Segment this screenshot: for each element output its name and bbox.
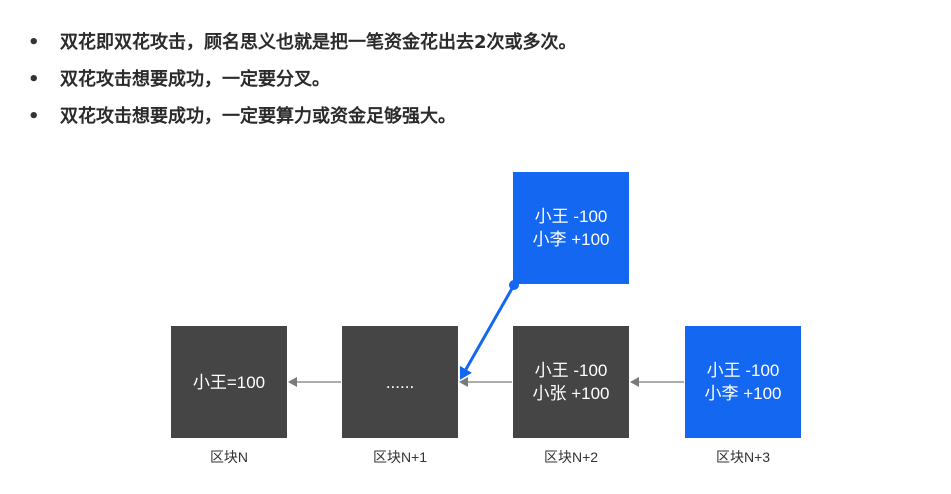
block-n-line: 小王=100 bbox=[192, 372, 266, 392]
block-fork-line-1: 小王 -100 bbox=[534, 207, 608, 226]
block-fork-line-2: 小李 +100 bbox=[532, 230, 610, 249]
block-fork: 小王 -100 小李 +100 bbox=[513, 172, 629, 284]
block-n1-line: ...... bbox=[385, 372, 415, 392]
bullet-list: 双花即双花攻击，顾名思义也就是把一笔资金花出去2次或多次。 双花攻击想要成功，一… bbox=[28, 24, 577, 135]
caption-block-n2: 区块N+2 bbox=[543, 449, 599, 465]
bullet-item: 双花攻击想要成功，一定要算力或资金足够强大。 bbox=[28, 98, 577, 135]
caption-block-n3: 区块N+3 bbox=[715, 449, 771, 465]
block-n3-line-2: 小李 +100 bbox=[704, 384, 782, 403]
block-n2: 小王 -100 小张 +100 bbox=[513, 326, 629, 438]
bullet-item: 双花攻击想要成功，一定要分叉。 bbox=[28, 61, 577, 98]
block-n2-line-1: 小王 -100 bbox=[534, 361, 608, 380]
bullet-item: 双花即双花攻击，顾名思义也就是把一笔资金花出去2次或多次。 bbox=[28, 24, 577, 61]
block-n1: ...... bbox=[342, 326, 458, 438]
caption-block-n: 区块N bbox=[209, 449, 249, 465]
block-n3-line-1: 小王 -100 bbox=[706, 361, 780, 380]
block-n2-line-2: 小张 +100 bbox=[532, 384, 610, 403]
block-n: 小王=100 bbox=[171, 326, 287, 438]
link-fork-to-n1 bbox=[459, 284, 516, 380]
block-n3: 小王 -100 小李 +100 bbox=[685, 326, 801, 438]
caption-block-n1: 区块N+1 bbox=[372, 449, 428, 465]
